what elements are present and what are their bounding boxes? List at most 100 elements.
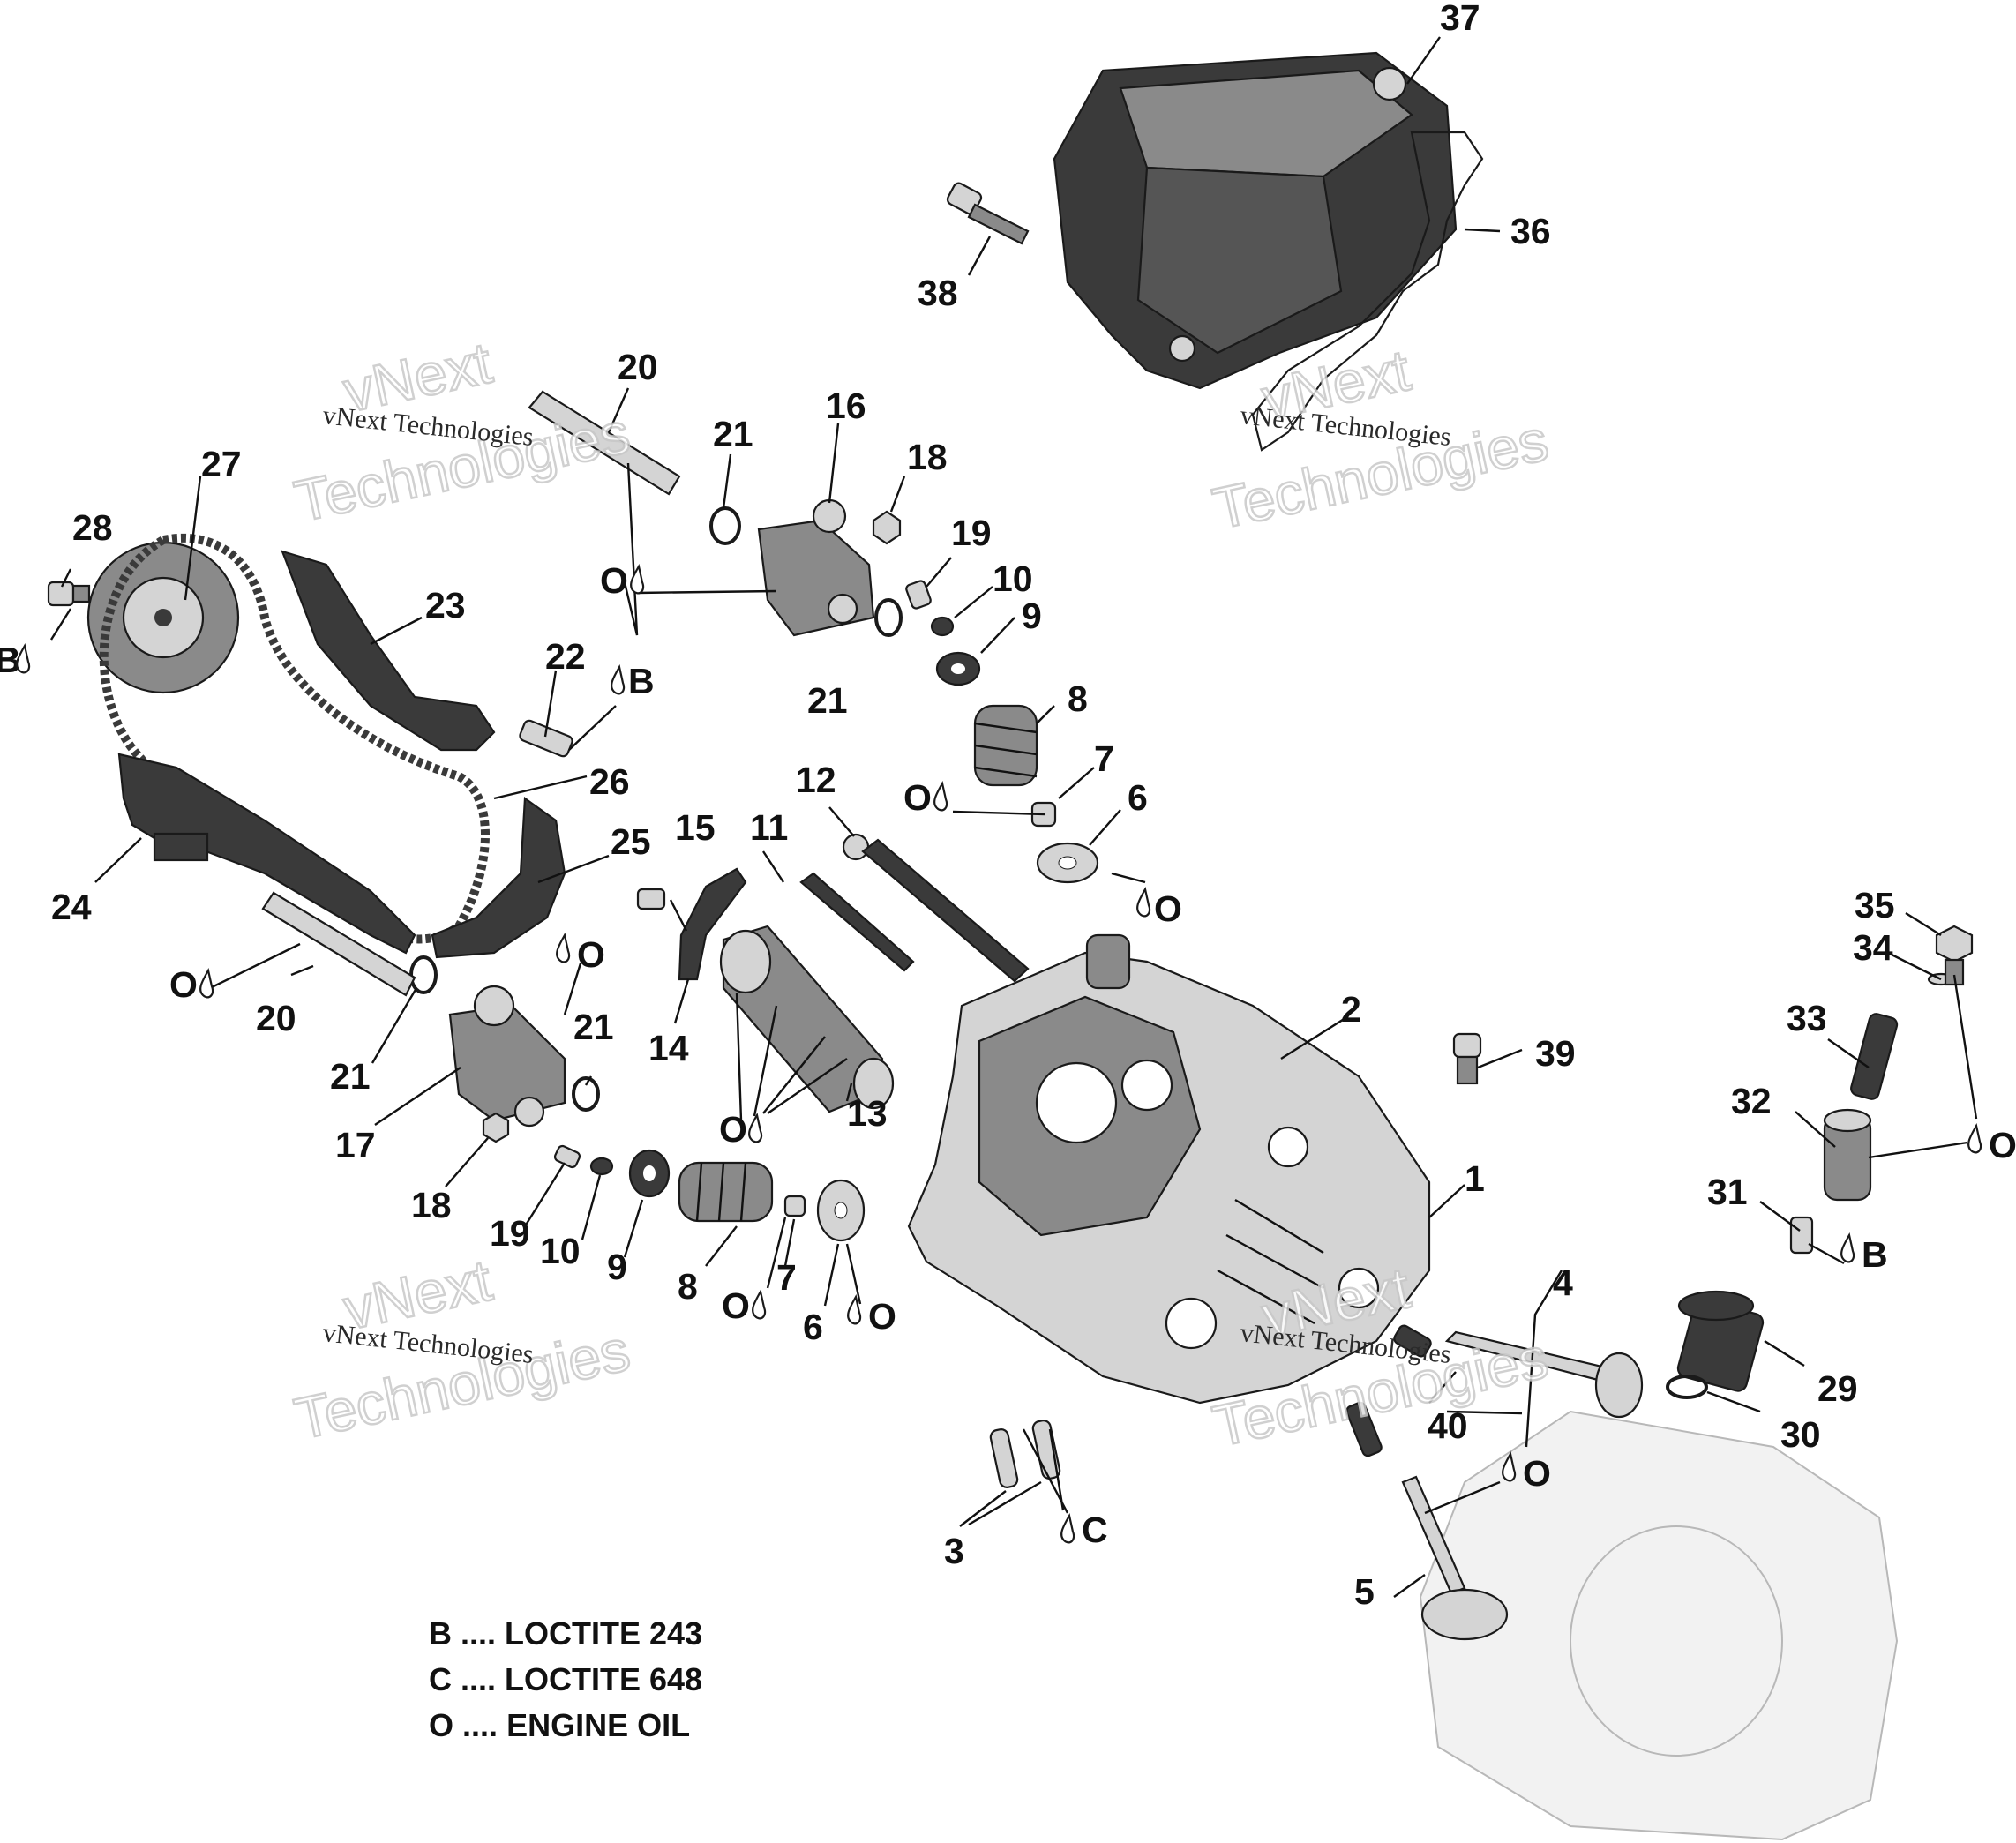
svg-text:B: B xyxy=(1862,1234,1888,1275)
legend-sep: .... xyxy=(461,1661,497,1697)
dowel-part-3a xyxy=(989,1428,1019,1488)
callout-32: 32 xyxy=(1731,1081,1772,1121)
callout-21a: 21 xyxy=(713,414,753,454)
marker-oil-7: O xyxy=(722,1285,767,1326)
callout-37: 37 xyxy=(1440,0,1480,38)
oring-part-21b xyxy=(874,598,903,637)
callout-11: 11 xyxy=(750,807,788,848)
spring-seat-upper-part-6 xyxy=(1036,842,1099,884)
marker-oil-2: O xyxy=(903,777,948,818)
marker-loctite-b-2: B xyxy=(611,661,655,701)
tensioner-guide-part-24 xyxy=(117,753,416,955)
valve-guide-part-40b xyxy=(1393,1324,1432,1358)
callout-19b: 19 xyxy=(490,1213,530,1254)
callout-27: 27 xyxy=(201,444,242,484)
callout-9a: 9 xyxy=(1022,596,1042,636)
marker-oil-4: O xyxy=(169,964,214,1005)
valve-guide-part-40 xyxy=(1345,1401,1383,1457)
callout-14: 14 xyxy=(648,1028,689,1068)
plunger-part-32 xyxy=(1823,1108,1872,1202)
callout-31: 31 xyxy=(1707,1172,1748,1212)
rocker-shaft-lower-part-20 xyxy=(261,891,416,997)
callout-8a: 8 xyxy=(1068,678,1088,719)
callout-20a: 20 xyxy=(618,347,658,387)
legend-sep: .... xyxy=(461,1615,497,1652)
legend-text: LOCTITE 243 xyxy=(505,1615,703,1652)
callout-17: 17 xyxy=(335,1125,376,1165)
oring-part-30 xyxy=(1666,1375,1708,1399)
callout-19a: 19 xyxy=(951,513,992,553)
callout-15: 15 xyxy=(675,807,716,848)
callout-23: 23 xyxy=(425,585,466,626)
marker-oil-1: O xyxy=(600,560,645,601)
callout-13: 13 xyxy=(847,1093,888,1134)
cylinder-ghost xyxy=(1419,1410,1899,1841)
oring-part-21c xyxy=(409,955,438,994)
valve-seal-lower-part-7 xyxy=(783,1195,806,1217)
bolt-part-15 xyxy=(636,888,666,910)
callout-6b: 6 xyxy=(803,1307,823,1347)
rocker-shaft-upper-part-20 xyxy=(528,390,681,496)
rocker-arm-lower-part-17 xyxy=(448,985,566,1128)
callout-21b: 21 xyxy=(807,680,848,721)
nut-upper-part-18 xyxy=(872,510,902,545)
rocker-arm-upper-part-16 xyxy=(757,498,875,637)
camshaft-part-13 xyxy=(719,925,895,1113)
callout-24: 24 xyxy=(51,887,92,927)
chain-guide-part-25 xyxy=(431,796,566,959)
callout-39: 39 xyxy=(1535,1033,1576,1074)
adjust-screw-lower-part-19 xyxy=(553,1144,581,1169)
marker-oil-6: O xyxy=(719,1109,763,1150)
spring-seat-lower-part-6 xyxy=(816,1179,866,1242)
svg-text:O: O xyxy=(577,934,605,975)
legend-text: LOCTITE 648 xyxy=(505,1661,703,1697)
callout-33: 33 xyxy=(1787,998,1827,1038)
svg-text:O: O xyxy=(868,1296,896,1337)
plug-bolt-part-35 xyxy=(1935,925,1974,986)
callout-34: 34 xyxy=(1853,927,1893,968)
svg-text:O: O xyxy=(719,1109,747,1150)
keeper-upper-part-10 xyxy=(930,616,955,637)
cylinder-head-part-2 xyxy=(907,933,1431,1405)
spring-part-33 xyxy=(1850,1013,1899,1100)
callout-25: 25 xyxy=(611,821,651,862)
callout-16: 16 xyxy=(826,386,866,426)
compound-legend: B .... LOCTITE 243 C .... LOCTITE 648 O … xyxy=(429,1611,702,1749)
svg-text:O: O xyxy=(903,777,932,818)
callout-18b: 18 xyxy=(411,1185,452,1225)
callout-40: 40 xyxy=(1428,1405,1468,1446)
callout-4: 4 xyxy=(1553,1262,1573,1303)
callout-7b: 7 xyxy=(776,1257,797,1298)
marker-loctite-b-1: B xyxy=(0,640,31,680)
svg-text:C: C xyxy=(1082,1510,1108,1550)
callout-29: 29 xyxy=(1817,1368,1858,1409)
callout-2: 2 xyxy=(1341,989,1361,1030)
callout-7a: 7 xyxy=(1094,738,1114,779)
oring-part-21d xyxy=(572,1076,600,1112)
callout-18a: 18 xyxy=(907,437,948,477)
callout-21c: 21 xyxy=(330,1056,371,1097)
plug-part-39 xyxy=(1452,1032,1482,1085)
adjust-screw-upper-part-19 xyxy=(905,580,932,610)
legend-key: B xyxy=(429,1615,452,1652)
cover-gasket-part-36 xyxy=(1251,131,1484,452)
svg-text:O: O xyxy=(722,1285,750,1326)
callout-10a: 10 xyxy=(993,558,1033,599)
legend-key: C xyxy=(429,1661,452,1697)
svg-text:O: O xyxy=(1989,1125,2016,1165)
svg-text:B: B xyxy=(0,640,21,680)
svg-text:B: B xyxy=(628,661,655,701)
sprocket-bolt-part-28 xyxy=(47,581,91,607)
callout-5: 5 xyxy=(1354,1571,1375,1612)
callout-26: 26 xyxy=(589,761,630,802)
compound-markers: O B B O O O O O O O C O B O xyxy=(0,560,2016,1550)
nut-lower-part-18 xyxy=(482,1112,510,1143)
keeper-lower-part-10 xyxy=(589,1157,614,1176)
marker-oil-10: O xyxy=(1967,1122,2016,1165)
marker-loctite-c: C xyxy=(1060,1510,1108,1550)
svg-text:O: O xyxy=(600,560,628,601)
callout-10b: 10 xyxy=(540,1231,581,1271)
retainer-lower-part-9 xyxy=(628,1149,671,1198)
callout-3: 3 xyxy=(944,1531,964,1571)
